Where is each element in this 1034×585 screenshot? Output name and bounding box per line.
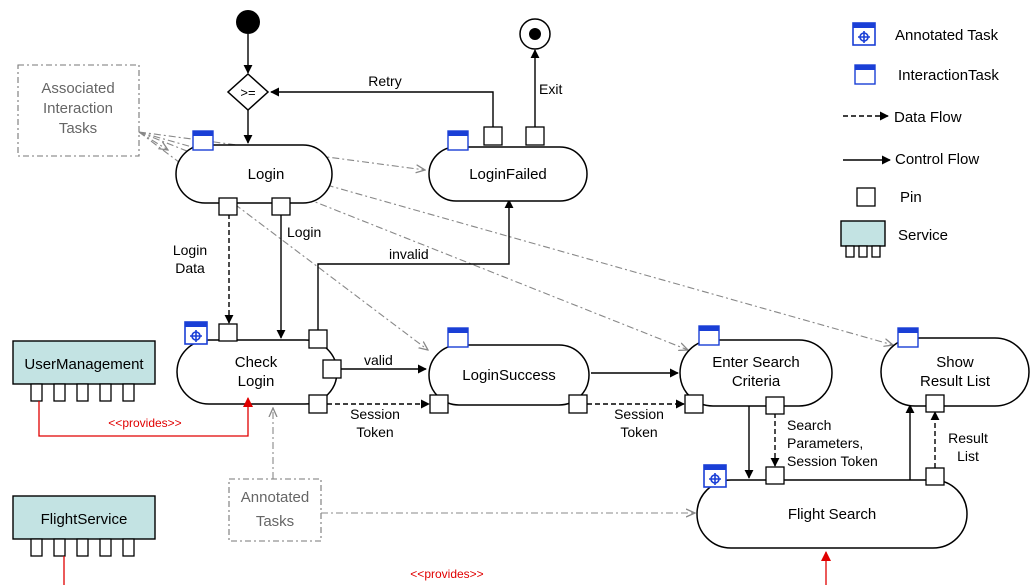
legend-label: Pin (900, 189, 922, 206)
action-login-success: LoginSuccess (428, 344, 590, 406)
interaction-task-icon (854, 64, 876, 85)
annotated-tasks-note: Annotated Tasks (228, 478, 322, 542)
pin (271, 197, 291, 216)
edge-labels: Retry Exit Login Data Login invalid vali… (173, 73, 988, 469)
final-node (519, 18, 551, 50)
action-label: Login (238, 373, 275, 390)
action-check-login: Check Login (176, 339, 338, 405)
service-label: UserManagement (24, 356, 144, 373)
action-label: Check (235, 354, 278, 371)
edge-label: Search (787, 417, 831, 433)
action-label: Flight Search (788, 506, 876, 523)
decision-node: >= (226, 72, 270, 112)
pin (308, 394, 328, 414)
edge-label: Token (620, 424, 657, 440)
legend: Annotated Task InteractionTask Data Flow… (840, 22, 999, 258)
note-line: Annotated (241, 489, 309, 506)
annotated-task-icon (703, 464, 727, 488)
associated-interaction-tasks-note: Associated Interaction Tasks (17, 64, 140, 157)
action-label: Criteria (732, 373, 781, 390)
provides-label: <<provides>> (410, 567, 483, 581)
legend-label: InteractionTask (898, 67, 999, 84)
pin (684, 394, 704, 414)
action-login: Login (175, 144, 333, 204)
interaction-task-icon (447, 130, 469, 151)
data-flows (224, 214, 940, 468)
provides-label: <<provides>> (108, 416, 181, 430)
note-line: Tasks (256, 513, 294, 530)
pin (765, 396, 785, 415)
legend-label: Service (898, 227, 948, 244)
edge-label: Parameters, (787, 435, 863, 451)
service-user-management: UserManagement (12, 340, 156, 402)
note-line: Tasks (59, 120, 97, 137)
note-line: Associated (41, 80, 114, 97)
service-icon (840, 220, 886, 258)
legend-label: Annotated Task (895, 27, 999, 44)
legend-label: Control Flow (895, 151, 979, 168)
pins (218, 126, 945, 486)
provides-relations: <<provides>> <<provides>> (38, 397, 831, 585)
pin (925, 467, 945, 486)
action-label: LoginFailed (469, 166, 547, 183)
pin-icon (856, 187, 876, 207)
pin (218, 323, 238, 342)
edge-label: Session (350, 406, 400, 422)
edge-label: Session (614, 406, 664, 422)
pin (483, 126, 503, 146)
pin (308, 329, 328, 349)
action-flight-search: Flight Search (696, 479, 968, 549)
pin (322, 359, 342, 379)
edge-label: valid (364, 352, 393, 368)
action-label: Login (248, 166, 285, 183)
action-label: Show (936, 354, 974, 371)
decision-label: >= (240, 85, 255, 100)
annotated-task-icon (184, 321, 208, 345)
action-label: LoginSuccess (462, 367, 555, 384)
pin (925, 394, 945, 413)
interaction-task-icon (698, 325, 720, 346)
action-show-result-list: Show Result List (880, 337, 1030, 407)
service-label: FlightService (41, 511, 128, 528)
legend-label: Data Flow (894, 109, 962, 126)
interaction-task-icon (192, 130, 214, 151)
interaction-task-icon (897, 327, 919, 348)
edge-label: Retry (368, 73, 401, 89)
edge-label: Exit (539, 81, 562, 97)
note-line: Interaction (43, 100, 113, 117)
action-enter-search-criteria: Enter Search Criteria (679, 339, 833, 407)
pin (429, 394, 449, 414)
edge-label: List (957, 448, 979, 464)
action-label: Enter Search (712, 354, 800, 371)
edge-label: Session Token (787, 453, 878, 469)
service-flight-service: FlightService (12, 495, 156, 557)
interaction-task-icon (447, 327, 469, 348)
pin (765, 466, 785, 485)
edge-label: Token (356, 424, 393, 440)
action-login-failed: LoginFailed (428, 146, 588, 202)
annotated-task-icon (852, 22, 876, 46)
pin (525, 126, 545, 146)
pin (218, 197, 238, 216)
edge-label: Login (287, 224, 321, 240)
action-label: Result List (920, 373, 991, 390)
initial-node (236, 10, 260, 34)
edge-label: invalid (389, 246, 429, 262)
pin (568, 394, 588, 414)
edge-label: Result (948, 430, 988, 446)
control-flows (243, 34, 915, 482)
edge-label: Data (175, 260, 205, 276)
edge-label: Login (173, 242, 207, 258)
